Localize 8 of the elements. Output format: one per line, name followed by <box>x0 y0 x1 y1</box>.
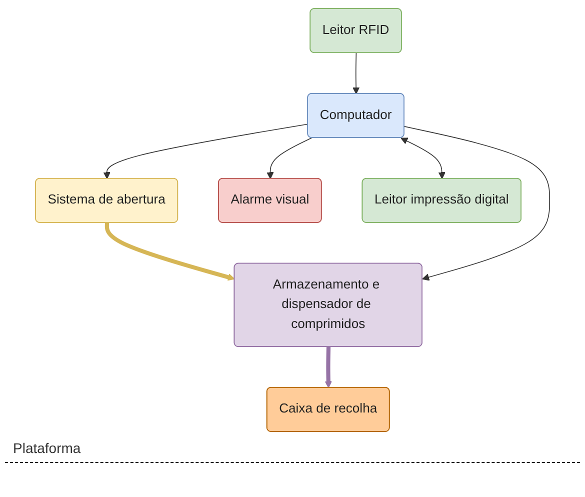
arrow <box>324 346 332 388</box>
arrow <box>400 138 446 180</box>
arrow <box>103 124 308 180</box>
region-label: Plataforma <box>13 440 81 456</box>
arrow <box>104 222 235 281</box>
arrow <box>352 52 360 94</box>
arrow <box>266 138 312 180</box>
arrow <box>404 126 550 281</box>
